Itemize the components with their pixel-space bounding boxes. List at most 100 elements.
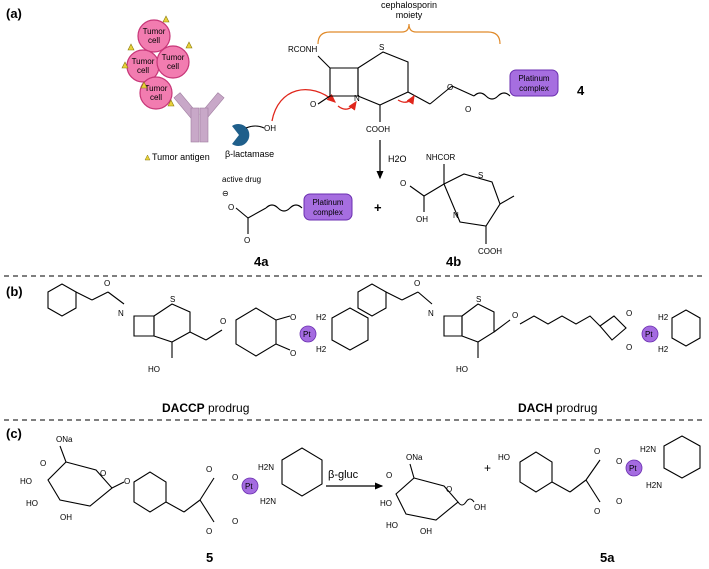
svg-text:Pt: Pt <box>645 330 653 339</box>
antigen-triangle <box>140 81 148 89</box>
svg-text:OH: OH <box>60 513 72 522</box>
svg-text:complex: complex <box>313 208 343 217</box>
svg-text:H2N: H2N <box>640 445 656 454</box>
svg-text:O: O <box>124 477 130 486</box>
plus-sign-c: + <box>484 461 491 475</box>
svg-text:complex: complex <box>519 84 549 93</box>
carbonyl-oxygen: O <box>465 105 471 114</box>
antigen-triangle <box>127 43 135 51</box>
enzyme-label: β-lactamase <box>225 149 274 159</box>
compound-5-structure: ONa O O HO HO OH O O O O O Pt H2N H2N <box>20 435 323 536</box>
daccp-structure: O N S HO O O O Pt H2 H2 <box>47 279 369 374</box>
reagent-label: H2O <box>388 154 407 164</box>
carboxylate-oxygen: O <box>228 203 234 212</box>
rconh-group: RCONH <box>288 45 318 54</box>
svg-text:H2: H2 <box>316 345 327 354</box>
svg-text:N: N <box>428 309 434 318</box>
panel-c: (c) ONa O O HO HO OH O O O O O Pt H2N H2… <box>6 426 701 565</box>
svg-text:O: O <box>100 469 106 478</box>
carbonyl-oxygen: O <box>244 236 250 245</box>
svg-text:HO: HO <box>20 477 32 486</box>
svg-text:H2N: H2N <box>646 481 662 490</box>
svg-text:cell: cell <box>148 36 160 45</box>
svg-text:Platinum: Platinum <box>312 198 343 207</box>
svg-text:H2: H2 <box>658 345 669 354</box>
oxygen-atom: O <box>310 100 316 109</box>
antigen-triangle <box>185 41 193 49</box>
svg-text:H2: H2 <box>658 313 669 322</box>
svg-text:O: O <box>104 279 110 288</box>
carbonyl-oxygen: O <box>400 179 406 188</box>
compound-4a-label: 4a <box>254 254 269 269</box>
svg-text:N: N <box>118 309 124 318</box>
carboxylate-minus: ⊖ <box>222 189 229 198</box>
plus-sign-a: + <box>374 200 382 215</box>
compound-5a-label: 5a <box>600 550 615 565</box>
antigen-label: Tumor antigen <box>152 152 210 162</box>
antigen-triangle <box>162 15 170 23</box>
svg-text:O: O <box>594 447 600 456</box>
svg-text:H2N: H2N <box>258 463 274 472</box>
svg-text:H2: H2 <box>316 313 327 322</box>
svg-text:O: O <box>446 485 452 494</box>
svg-text:HO: HO <box>498 453 510 462</box>
svg-text:Pt: Pt <box>629 464 637 473</box>
svg-text:O: O <box>616 457 622 466</box>
compound-4-label: 4 <box>577 83 585 98</box>
svg-text:HO: HO <box>148 365 160 374</box>
svg-text:O: O <box>594 507 600 516</box>
svg-text:ONa: ONa <box>406 453 423 462</box>
svg-text:O: O <box>232 517 238 526</box>
panel-b: (b) O N S HO O O O Pt H2 H2 <box>6 279 701 415</box>
svg-text:Pt: Pt <box>245 482 253 491</box>
glucuronate-structure: ONa O O HO HO OH OH <box>380 453 486 536</box>
svg-text:Pt: Pt <box>303 330 311 339</box>
svg-text:cell: cell <box>167 62 179 71</box>
svg-text:HO: HO <box>456 365 468 374</box>
daccp-caption: DACCP prodrug <box>162 401 249 415</box>
svg-text:O: O <box>626 309 632 318</box>
svg-text:cell: cell <box>137 66 149 75</box>
moiety-bracket <box>317 23 501 45</box>
svg-text:cell: cell <box>150 93 162 102</box>
svg-text:O: O <box>40 459 46 468</box>
svg-text:O: O <box>232 473 238 482</box>
antigen-triangle <box>121 61 129 69</box>
oh-label: OH <box>264 124 276 133</box>
svg-text:Tumor: Tumor <box>132 57 155 66</box>
antigen-triangle <box>167 99 175 107</box>
beta-lactamase-icon <box>232 124 250 147</box>
svg-text:HO: HO <box>26 499 38 508</box>
svg-text:S: S <box>170 295 175 304</box>
sulfur-atom: S <box>379 43 384 52</box>
svg-text:S: S <box>476 295 481 304</box>
svg-text:O: O <box>220 317 226 326</box>
svg-text:O: O <box>626 343 632 352</box>
panel-a: (a) Tumor cell Tumor cell Tumor cell Tum… <box>6 0 585 269</box>
svg-text:Platinum: Platinum <box>518 74 549 83</box>
tumor-cell: Tumor cell <box>156 45 190 79</box>
compound-4-structure: RCONH S N O O O COOH <box>288 43 511 134</box>
dach-structure: O N S HO O O O Pt H2 H2 <box>357 279 701 374</box>
panel-a-tag: (a) <box>6 6 22 21</box>
ester-oxygen: O <box>447 83 453 92</box>
ring-nitrogen: N <box>453 211 459 220</box>
linker-squiggle <box>245 125 265 129</box>
tumor-cell: Tumor cell <box>139 76 173 110</box>
compound-5a-structure: HO O O O O Pt H2N H2N <box>498 435 701 516</box>
svg-text:O: O <box>512 311 518 320</box>
nitrogen-atom: N <box>354 94 360 103</box>
antibody-icon <box>173 92 225 143</box>
svg-text:Tumor: Tumor <box>162 53 185 62</box>
dach-caption: DACH prodrug <box>518 401 597 415</box>
compound-4a-structure: ⊖ O O Platinum complex <box>222 189 353 245</box>
panel-b-tag: (b) <box>6 284 23 299</box>
svg-text:O: O <box>206 527 212 536</box>
cooh-group: COOH <box>478 247 502 256</box>
cooh-group: COOH <box>366 125 390 134</box>
svg-text:HO: HO <box>386 521 398 530</box>
platinum-complex-box: Platinum complex <box>509 69 559 97</box>
hydroxyl-group: OH <box>416 215 428 224</box>
svg-text:Tumor: Tumor <box>145 84 168 93</box>
